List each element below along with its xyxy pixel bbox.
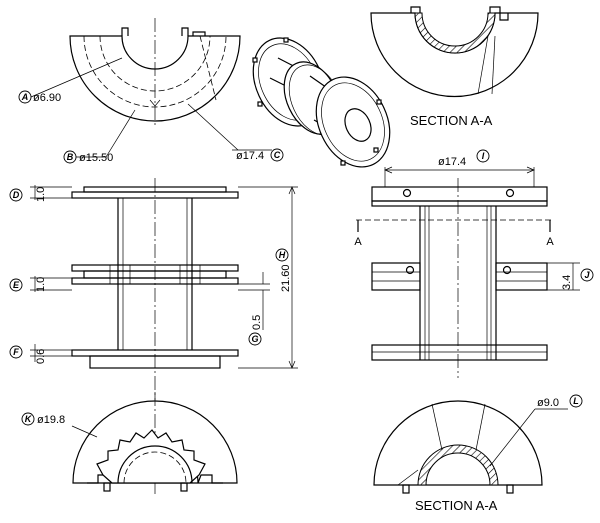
dim-g: 0.5 G (238, 272, 270, 346)
bubble-l (569, 394, 583, 408)
label-f: F (13, 347, 19, 357)
label-h: H (279, 250, 286, 260)
label-k: K (25, 414, 33, 424)
label-e: E (13, 280, 20, 290)
dim-i-text: ø17.4 (438, 156, 466, 168)
section-view-bottom: SECTION A-A (373, 400, 543, 513)
dim-b: B ø15.50 (63, 109, 136, 164)
dim-c-text: ø17.4 (236, 150, 264, 162)
bubble-i (476, 149, 490, 163)
bubble-j (580, 268, 594, 282)
label-a: A (21, 92, 29, 102)
front-elevation (371, 178, 548, 378)
dim-d: D 1.0 (9, 185, 72, 202)
dim-e: E 1.0 (9, 276, 72, 292)
section-view-top: SECTION A-A (370, 6, 539, 128)
label-b: B (67, 152, 74, 162)
bubble-d (9, 188, 23, 202)
bubble-k (21, 412, 35, 426)
dim-i: ø17.4 I (384, 149, 535, 187)
isometric-bobbin (252, 37, 391, 168)
label-g: G (251, 334, 258, 344)
dim-k-text: ø19.8 (37, 414, 65, 426)
bubble-f (9, 345, 23, 359)
top-view-half-flange (69, 18, 241, 128)
bubble-g (248, 332, 262, 346)
dim-l-text: ø9.0 (537, 397, 559, 409)
caption-section-bottom: SECTION A-A (415, 498, 498, 513)
dim-h-text: 21.60 (280, 264, 292, 292)
label-j: J (584, 270, 590, 280)
dim-h: H 21.60 (238, 186, 298, 369)
side-elevation (71, 178, 239, 400)
bottom-view-toothed-flange (72, 392, 238, 496)
dim-f: F 0.6 (9, 344, 72, 364)
bubble-h (275, 248, 289, 262)
dim-b-text: ø15.50 (79, 152, 113, 164)
bubble-c (270, 148, 284, 162)
dim-d-text: 1.0 (35, 187, 47, 202)
dim-a: A ø6.90 (18, 57, 123, 104)
caption-section-top: SECTION A-A (410, 113, 493, 128)
dim-j: 3.4 J (547, 262, 594, 291)
bubble-b (63, 150, 77, 164)
bubble-e (9, 278, 23, 292)
label-d: D (13, 190, 20, 200)
label-l: L (573, 396, 579, 406)
dim-g-text: 0.5 (251, 315, 263, 330)
dim-l: ø9.0 L (489, 394, 583, 467)
section-mark-right: A (546, 236, 554, 248)
label-c: C (274, 150, 281, 160)
dim-f-text: 0.6 (35, 349, 47, 364)
dim-j-text: 3.4 (561, 275, 573, 290)
section-mark-left: A (354, 236, 362, 248)
bubble-a (18, 90, 32, 104)
dim-e-text: 1.0 (35, 277, 47, 292)
dim-c: ø17.4 C (187, 103, 284, 162)
dim-a-text: ø6.90 (33, 92, 61, 104)
dim-k: K ø19.8 (21, 412, 98, 438)
section-line-a-a: A A (354, 219, 554, 248)
label-i: I (482, 151, 485, 161)
